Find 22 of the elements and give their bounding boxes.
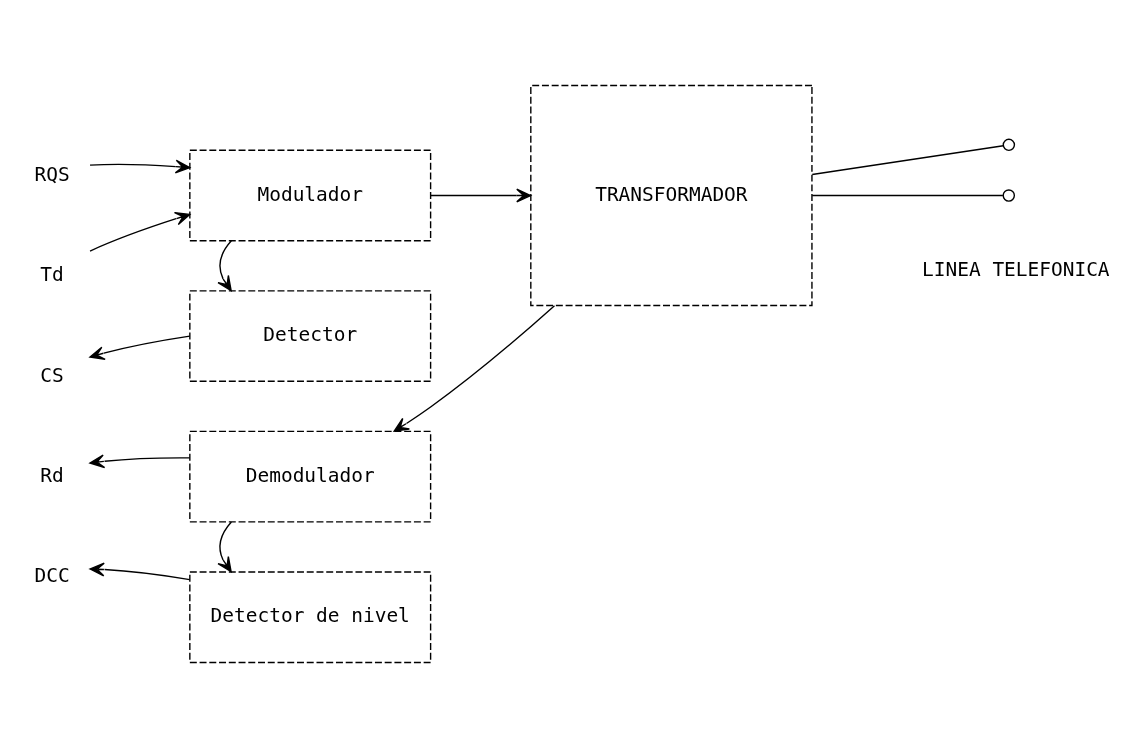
node-text: RQS (34, 163, 70, 187)
node-text: DCC (34, 563, 70, 587)
node-text: Td (40, 263, 64, 287)
arrow (393, 305, 556, 432)
arrow (217, 240, 233, 292)
node-text: Rd (40, 463, 64, 487)
arrow (89, 211, 191, 252)
arrow (89, 454, 191, 469)
arrow (89, 335, 191, 360)
node-box: Detector de nivel (189, 571, 432, 664)
arrow (89, 562, 191, 581)
node-box: TRANSFORMADOR (530, 84, 813, 307)
arrow (217, 521, 233, 573)
node-text: CS (40, 363, 64, 387)
node-box: Demodulador (189, 430, 432, 523)
connector (811, 145, 1004, 176)
label: LINEA TELEFONICA (922, 257, 1110, 281)
arrow (89, 159, 191, 174)
arrow (430, 188, 532, 203)
node-box: Detector (189, 290, 432, 382)
node-box: Modulador (189, 149, 432, 242)
connector (811, 194, 1004, 197)
